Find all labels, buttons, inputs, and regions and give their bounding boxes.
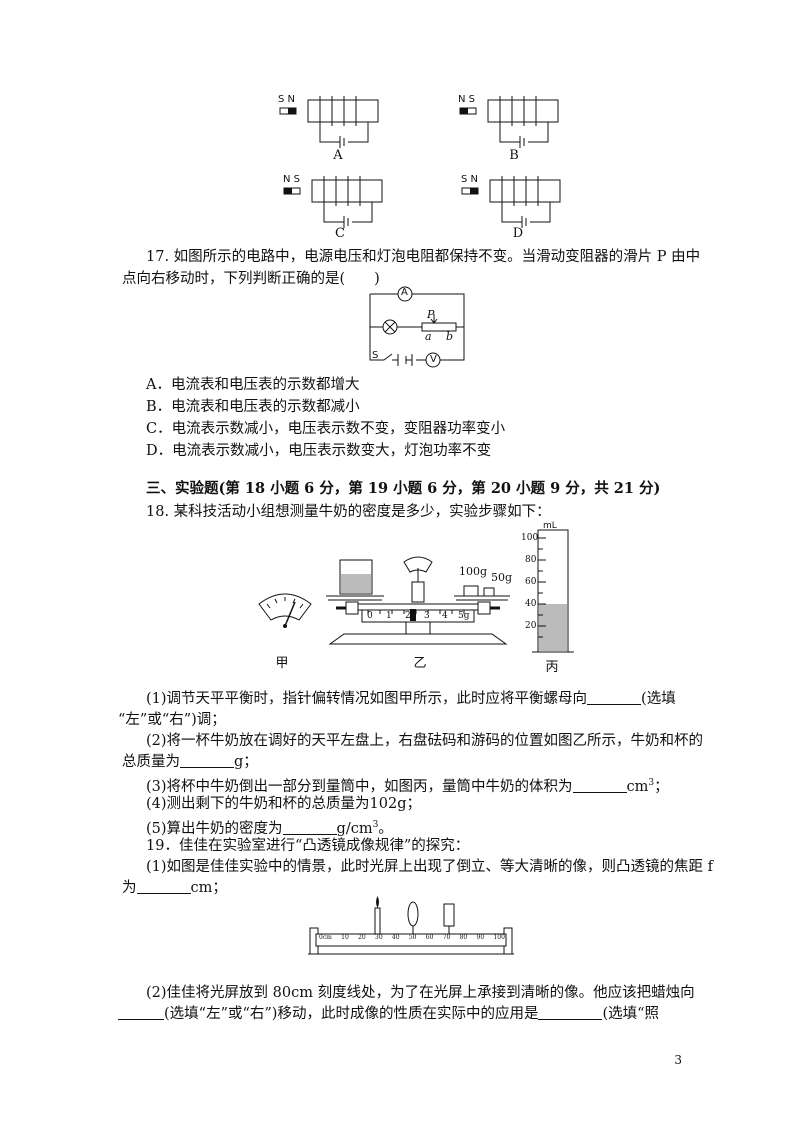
end-a-label: a [425,330,432,343]
slider-label: P [427,308,435,321]
bench-tick-80: 80 [459,934,468,941]
q19-part2-line1: (2)佳佳将光屏放到 80cm 刻度线处，为了在光屏上承接到清晰的像。他应该把蜡… [146,985,695,1001]
q18-part4: (4)测出剩下的牛奶和杯的总质量为102g； [146,796,421,812]
bench-tick-90: 90 [476,934,485,941]
weight-50g-label: 50g [491,571,513,584]
cylinder-tick-40: 40 [525,599,537,609]
q18-blank-3[interactable] [572,778,627,793]
coil-figure-d [461,176,561,228]
fig-label-bing: 丙 [545,660,559,675]
q18-part1-line1: (1)调节天平平衡时，指针偏转情况如图甲所示，此时应将平衡螺母向(选填 [146,690,676,707]
bench-scale: 0cm 10 20 30 40 50 60 70 80 90 100 [319,934,505,946]
bench-tick-60: 60 [425,934,434,941]
cylinder-tick-20: 20 [525,621,537,631]
scale-tick-0: 0 [367,611,373,621]
fig-label-a: A [333,148,343,163]
q18-part2-line1: (2)将一杯牛奶放在调好的天平左盘上，右盘砝码和游码的位置如图乙所示，牛奶和杯的 [146,733,704,749]
q18-blank-5[interactable] [282,820,337,835]
page-number: 3 [674,1053,682,1067]
scale-tick-2: 2 [405,611,411,621]
q19-part1-line1: (1)如图是佳佳实验中的情景，此时光屏上出现了倒立、等大清晰的像，则凸透镜的焦距… [146,859,714,875]
q17-stem-line2: 点向右移动时，下列判断正确的是( ) [122,271,380,287]
q19-part2-line2: (选填“左”或“右”)移动，此时成像的性质在实际中的应用是(选填“照 [118,1004,659,1024]
bench-tick-100: 100 [493,934,505,941]
section3-heading: 三、实验题(第 18 小题 6 分，第 19 小题 6 分，第 20 小题 9 … [146,480,661,497]
bench-tick-30: 30 [375,934,383,941]
fig-label-c: C [335,226,345,241]
coil-figure-a [279,96,379,148]
pointer-dial-figure [258,593,312,628]
bench-tick-40: 40 [391,934,400,941]
scale-tick-4: 4 [442,611,448,621]
fig-label-d: D [512,226,524,241]
q17-circuit-diagram [369,286,465,368]
optical-bench-figure [308,896,514,955]
pole-label-a: S N [278,94,296,105]
fig-label-jia: 甲 [275,656,289,671]
q18-stem: 18. 某科技活动小组想测量牛奶的密度是多少，实验步骤如下： [146,504,551,520]
q17-option-b: B．电流表和电压表的示数都减小 [146,399,360,415]
cylinder-unit: mL [543,521,557,531]
voltmeter-label: V [430,354,437,365]
scale-tick-5g: 5g [458,611,470,621]
pole-label-d: S N [461,174,479,185]
q18-blank-2[interactable] [180,753,234,768]
fig-label-b: B [509,148,519,163]
switch-label: S [372,350,379,361]
q18-blank-1[interactable] [587,690,642,705]
q19-stem: 19．佳佳在实验室进行“凸透镜成像规律”的探究： [146,838,470,854]
q17-option-a: A．电流表和电压表的示数都增大 [146,377,360,393]
weight-100g-label: 100g [459,565,488,578]
fig-label-yi: 乙 [413,656,427,671]
q19-blank-1[interactable] [136,879,191,894]
coil-figure-c [283,176,383,228]
q19-blank-2[interactable] [118,1005,164,1020]
q18-part1-line2: “左”或“右”)调； [118,712,226,728]
scale-tick-1: 1 [386,611,392,621]
coil-figure-b [459,96,559,148]
q17-stem-line1: 17. 如图所示的电路中，电源电压和灯泡电阻都保持不变。当滑动变阻器的滑片 P … [146,249,701,265]
cylinder-tick-100: 100 [521,533,539,543]
bench-tick-0: 0cm [319,934,332,941]
q17-option-d: D．电流表示数减小，电压表示数变大，灯泡功率不变 [146,443,492,459]
end-b-label: b [446,330,454,343]
pole-label-c: N S [283,174,301,185]
cylinder-tick-60: 60 [525,577,537,587]
balance-figure [326,556,510,645]
q17-option-c: C．电流表示数减小，电压表示数不变，变阻器功率变小 [146,421,506,437]
pole-label-b: N S [458,94,476,105]
scale-tick-3: 3 [424,611,430,621]
bench-tick-70: 70 [442,934,451,941]
q19-blank-3[interactable] [538,1005,603,1020]
bench-tick-10: 10 [341,934,349,941]
bench-tick-20: 20 [358,934,366,941]
measuring-cylinder-figure [532,529,574,653]
ammeter-label: A [401,287,408,298]
cylinder-tick-80: 80 [525,555,537,565]
bench-tick-50: 50 [408,934,417,941]
